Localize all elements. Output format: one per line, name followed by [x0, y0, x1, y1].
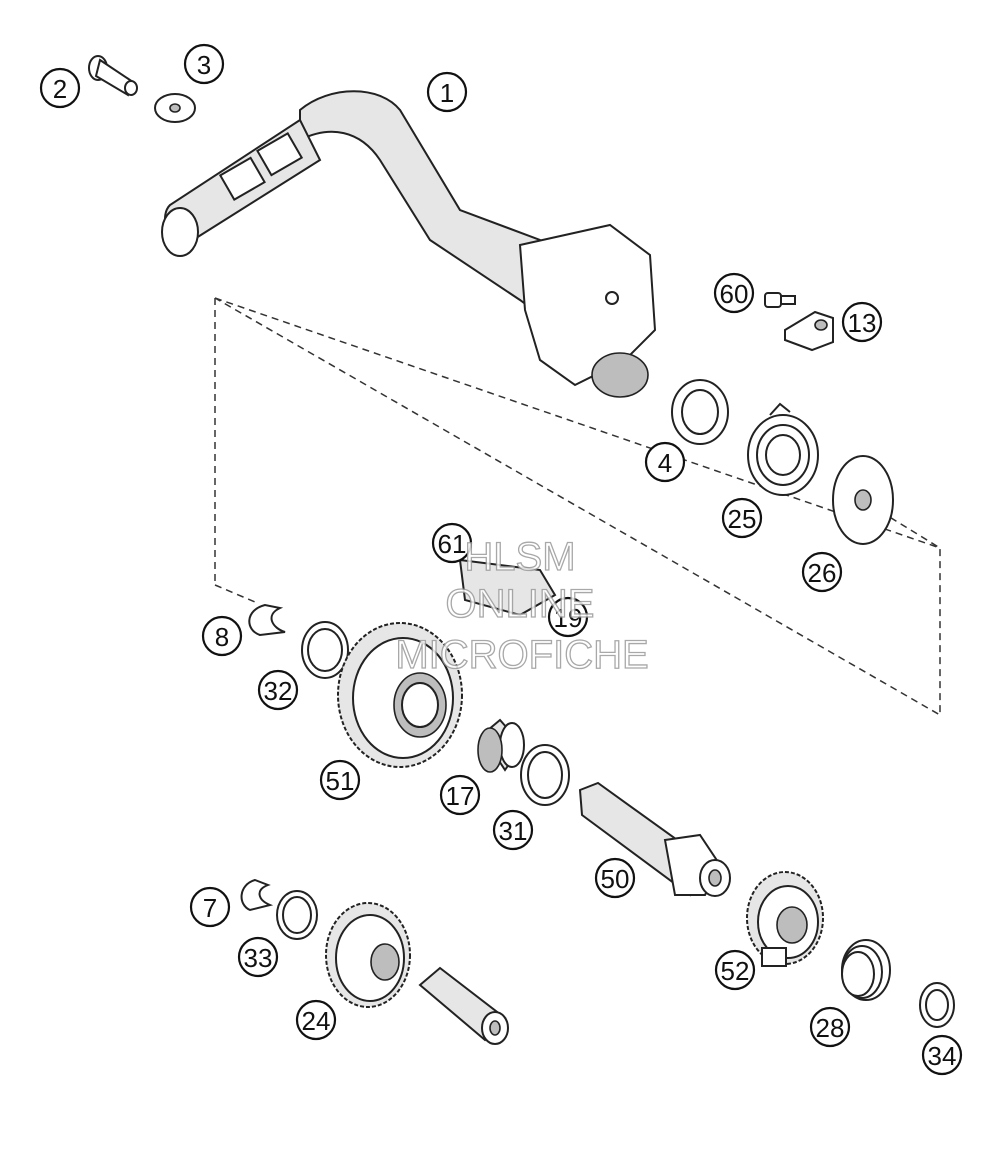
callout-circle: [721, 497, 763, 539]
washer-part[interactable]: [154, 93, 196, 123]
callout-circle: [201, 615, 243, 657]
callout-24[interactable]: 24: [295, 999, 337, 1041]
callout-number: 17: [446, 781, 475, 811]
callout-61[interactable]: 61: [431, 522, 473, 564]
callout-34[interactable]: 34: [921, 1034, 963, 1076]
callout-number: 13: [848, 308, 877, 338]
callout-number: 7: [203, 893, 217, 923]
callout-number: 3: [197, 50, 211, 80]
callout-33[interactable]: 33: [237, 936, 279, 978]
callout-circle: [237, 936, 279, 978]
callout-number: 51: [326, 766, 355, 796]
callout-number: 32: [264, 676, 293, 706]
washer-31-part[interactable]: [520, 744, 570, 806]
callout-circle: [594, 857, 636, 899]
callout-32[interactable]: 32: [257, 669, 299, 711]
callout-circle: [183, 43, 225, 85]
callout-number: 2: [53, 74, 67, 104]
callout-number: 1: [440, 78, 454, 108]
kick-gear-part[interactable]: [337, 622, 463, 768]
watermark-line-1: HLSM: [464, 535, 575, 579]
callout-8[interactable]: 8: [201, 615, 243, 657]
needle-bearing-part[interactable]: [477, 718, 525, 773]
callout-52[interactable]: 52: [714, 949, 756, 991]
callout-number: 33: [244, 943, 273, 973]
callout-25[interactable]: 25: [721, 497, 763, 539]
callout-circle: [714, 949, 756, 991]
callout-28[interactable]: 28: [809, 1006, 851, 1048]
callout-circle: [295, 999, 337, 1041]
watermark: HLSM ONLINE MICROFICHE: [395, 534, 650, 677]
callout-circle: [492, 809, 534, 851]
callout-circle: [841, 301, 883, 343]
callout-number: 34: [928, 1041, 957, 1071]
callout-13[interactable]: 13: [841, 301, 883, 343]
washer-33-part[interactable]: [276, 890, 318, 940]
screw-and-bracket-part[interactable]: [764, 292, 834, 352]
watermark-line-2: ONLINE: [446, 582, 595, 626]
callout-number: 31: [499, 816, 528, 846]
callout-labels: 1 2 3 60 13 4 25 26 61 19 8 32 51 17 31 50 7 33 24 52 28 34: [39, 43, 963, 1076]
callout-17[interactable]: 17: [439, 774, 481, 816]
callout-circle: [319, 759, 361, 801]
callout-circle: [921, 1034, 963, 1076]
callout-number: 60: [720, 279, 749, 309]
callout-1[interactable]: 1: [426, 71, 468, 113]
callout-number: 19: [554, 603, 583, 633]
bushing-part[interactable]: [418, 966, 509, 1045]
callout-number: 25: [728, 504, 757, 534]
kick-starter-lever[interactable]: [161, 90, 657, 398]
callout-number: 61: [438, 529, 467, 559]
callout-50[interactable]: 50: [594, 857, 636, 899]
callout-4[interactable]: 4: [644, 441, 686, 483]
callout-circle: [431, 522, 473, 564]
ratchet-gear-part[interactable]: [746, 871, 824, 967]
callout-number: 50: [601, 864, 630, 894]
kick-shaft-part[interactable]: [578, 781, 731, 897]
callout-51[interactable]: 51: [319, 759, 361, 801]
circlip-7-part[interactable]: [240, 878, 274, 912]
callout-circle: [257, 669, 299, 711]
callout-number: 24: [302, 1006, 331, 1036]
callout-circle: [439, 774, 481, 816]
intermediate-gear-part[interactable]: [325, 902, 411, 1008]
callout-60[interactable]: 60: [713, 272, 755, 314]
spring-plate-part[interactable]: [832, 455, 894, 545]
callout-number: 26: [808, 558, 837, 588]
pin-part[interactable]: [88, 55, 138, 97]
stop-plate-part[interactable]: [458, 558, 557, 617]
callout-number: 4: [658, 448, 672, 478]
callout-circle: [39, 67, 81, 109]
washer-32-part[interactable]: [301, 621, 349, 679]
callout-circle: [644, 441, 686, 483]
callout-26[interactable]: 26: [801, 551, 843, 593]
thrust-washer-part[interactable]: [671, 379, 729, 445]
callout-circle: [547, 596, 589, 638]
callout-7[interactable]: 7: [189, 886, 231, 928]
circlip-part[interactable]: [248, 603, 286, 637]
callout-circle: [189, 886, 231, 928]
callout-31[interactable]: 31: [492, 809, 534, 851]
callout-number: 52: [721, 956, 750, 986]
callout-19[interactable]: 19: [547, 596, 589, 638]
callout-circle: [801, 551, 843, 593]
callout-circle: [809, 1006, 851, 1048]
callout-circle: [426, 71, 468, 113]
washer-34-part[interactable]: [919, 982, 955, 1028]
watermark-line-3: MICROFICHE: [395, 633, 648, 677]
callout-number: 28: [816, 1013, 845, 1043]
ratchet-spring-part[interactable]: [841, 939, 891, 1001]
callout-number: 8: [215, 622, 229, 652]
kick-spring-part[interactable]: [747, 402, 819, 496]
callout-circle: [713, 272, 755, 314]
callout-2[interactable]: 2: [39, 67, 81, 109]
callout-3[interactable]: 3: [183, 43, 225, 85]
